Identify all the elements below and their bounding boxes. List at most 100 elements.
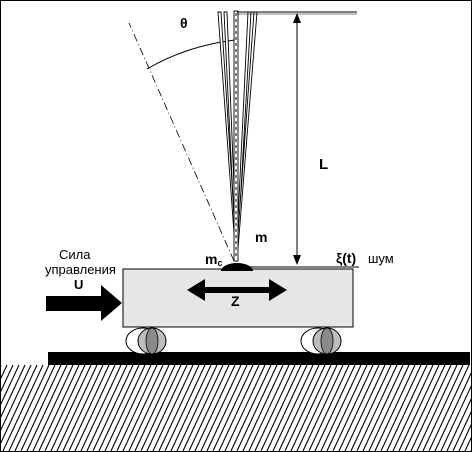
hatch-line: [254, 364, 296, 451]
hatch-line: [410, 364, 452, 451]
deflected-pendulum-line: [128, 22, 235, 262]
hatch-line: [56, 364, 98, 451]
hatch-line: [44, 364, 86, 451]
hatch-line: [404, 364, 446, 451]
hatch-line: [134, 364, 176, 451]
cart-body: [122, 268, 354, 328]
hatch-line: [290, 364, 332, 451]
hatch-line: [1, 364, 26, 418]
hatch-line: [2, 364, 44, 451]
hatch-line: [158, 364, 200, 451]
cart-mass-sub: c: [217, 258, 222, 268]
hatch-line: [434, 372, 471, 451]
hatch-line: [314, 364, 356, 451]
hatch-line: [374, 364, 416, 451]
hatch-line: [260, 364, 302, 451]
hatch-line: [392, 364, 434, 451]
hatch-line: [128, 364, 170, 451]
cart-mass-base: m: [205, 251, 217, 267]
control-symbol: U: [74, 277, 83, 292]
hatch-line: [452, 410, 471, 451]
length-label: L: [319, 156, 328, 173]
hatch-line: [86, 364, 128, 451]
hatch-line: [50, 364, 92, 451]
hatch-line: [224, 364, 266, 451]
hatch-line: [398, 364, 440, 451]
hatch-line: [236, 364, 278, 451]
hatch-line: [350, 364, 392, 451]
hatch-line: [356, 364, 398, 451]
hatch-line: [1, 364, 8, 380]
control-label-line1: Сила: [59, 247, 91, 262]
hatch-line: [308, 364, 350, 451]
noise-symbol: ξ(t): [336, 250, 356, 266]
control-force-arrow: [46, 285, 122, 321]
hatch-line: [26, 364, 68, 451]
hatch-line: [344, 364, 386, 451]
hatch-line: [182, 364, 224, 451]
hatch-line: [116, 364, 158, 451]
hatch-line: [80, 364, 122, 451]
hatch-line: [74, 364, 116, 451]
hatch-line: [92, 364, 134, 451]
hatch-line: [32, 364, 74, 451]
hatch-line: [1, 364, 14, 393]
hatch-line: [176, 364, 218, 451]
hatch-line: [446, 398, 471, 451]
pendulum-mass-label: m: [255, 229, 267, 245]
hatch-line: [200, 364, 242, 451]
hatch-line: [212, 364, 254, 451]
hatch-line: [98, 364, 140, 451]
hatch-line: [440, 385, 471, 451]
hatch-line: [284, 364, 326, 451]
hatch-line: [230, 364, 272, 451]
displacement-arrow: [187, 279, 287, 301]
length-dimension: [293, 13, 301, 265]
hatch-line: [320, 364, 362, 451]
hatch-line: [362, 364, 404, 451]
hatch-line: [326, 364, 368, 451]
hatch-line: [278, 364, 320, 451]
hatch-line: [68, 364, 110, 451]
hatch-line: [1, 364, 38, 444]
hatch-line: [296, 364, 338, 451]
hatch-line: [248, 364, 290, 451]
hatch-line: [164, 364, 206, 451]
hatch-line: [458, 423, 471, 451]
hatch-line: [206, 364, 248, 451]
hatch-line: [62, 364, 104, 451]
hatch-line: [146, 364, 188, 451]
hatch-line: [266, 364, 308, 451]
hatch-line: [332, 364, 374, 451]
hatch-line: [428, 364, 470, 451]
hatch-line: [380, 364, 422, 451]
hatch-line: [170, 364, 212, 451]
hatch-line: [20, 364, 62, 451]
ground-hatching: [1, 364, 471, 451]
hatch-line: [188, 364, 230, 451]
hatch-line: [242, 364, 284, 451]
hatch-line: [194, 364, 236, 451]
hatch-line: [386, 364, 428, 451]
hatch-line: [272, 364, 314, 451]
hatch-line: [302, 364, 344, 451]
ground-bar: [48, 352, 470, 365]
hatch-line: [464, 436, 471, 451]
left-wheel: [125, 327, 167, 355]
noise-word: шум: [368, 251, 394, 266]
cart-mass-label: mc: [205, 251, 222, 268]
hatch-line: [1, 364, 20, 406]
hatch-line: [416, 364, 458, 451]
hatch-line: [8, 364, 50, 451]
hatch-line: [104, 364, 146, 451]
theta-label: θ: [180, 15, 188, 31]
right-wheel: [300, 327, 342, 355]
hatch-line: [1, 364, 32, 431]
displacement-label: Z: [231, 293, 240, 309]
hatch-line: [38, 364, 80, 451]
pendulum-rods: [217, 10, 258, 262]
control-label-line2: управления: [45, 262, 116, 277]
hatch-line: [422, 364, 464, 451]
